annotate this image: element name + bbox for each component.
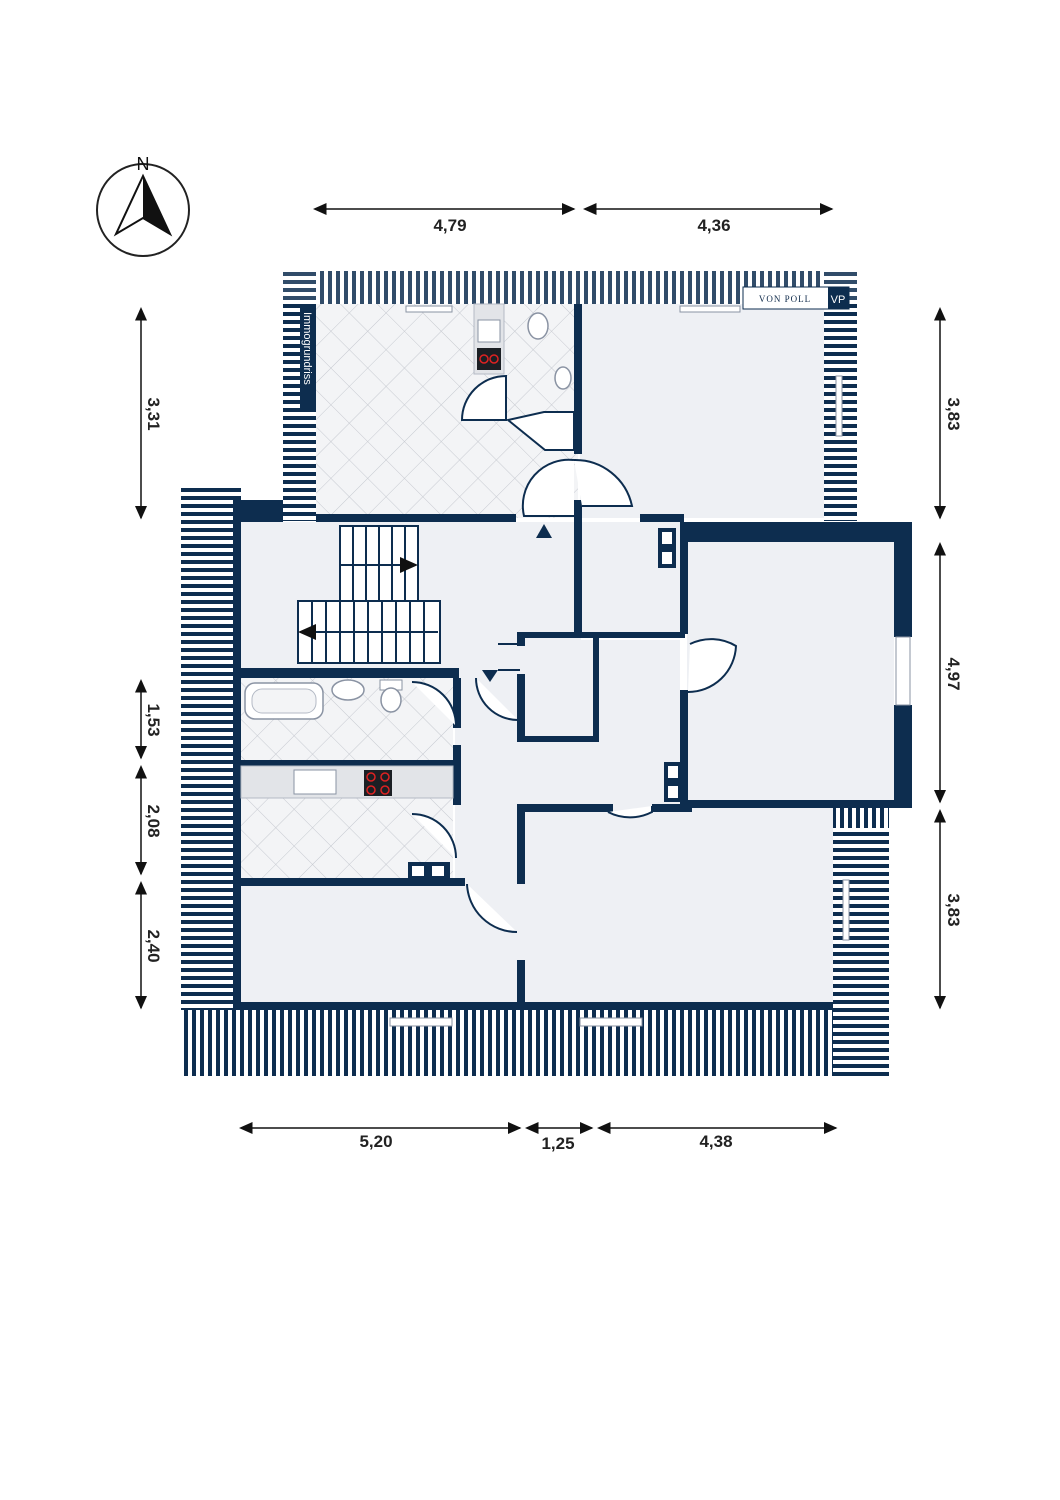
dim-right-1: 3,83	[944, 397, 963, 430]
brand-monogram: VP	[831, 294, 846, 306]
entrance-arrow-icon	[482, 670, 498, 682]
north-label: N	[137, 154, 150, 174]
dim-bottom-3: 4,38	[699, 1132, 732, 1151]
plan-badge-text: Immogrundriss	[301, 312, 313, 385]
fixtures	[240, 303, 575, 799]
dim-bottom-2: 1,25	[541, 1134, 574, 1153]
brand-name: VON POLL	[759, 294, 811, 304]
dimension-lines	[135, 203, 946, 1134]
dim-left-3: 2,08	[144, 804, 163, 837]
dim-top-2: 4,36	[697, 216, 730, 235]
compass: N	[96, 154, 190, 257]
plan-badge: Immogrundriss	[300, 304, 316, 408]
dim-right-2: 4,97	[944, 657, 963, 690]
dim-bottom-1: 5,20	[359, 1132, 392, 1151]
windows	[389, 305, 911, 1027]
entrance-arrow-icon	[536, 524, 552, 538]
dimension-labels: 4,79 4,36 5,20 1,25 4,38 3,31 1,53 2,08 …	[144, 216, 963, 1153]
dim-left-1: 3,31	[144, 397, 163, 430]
dim-left-2: 1,53	[144, 703, 163, 736]
dim-top-1: 4,79	[433, 216, 466, 235]
dim-left-4: 2,40	[144, 929, 163, 962]
walls	[233, 304, 912, 1010]
doors	[411, 374, 738, 934]
dim-right-3: 3,83	[944, 893, 963, 926]
brand-logo: VP VON POLL	[742, 286, 850, 310]
roof-outline	[181, 271, 889, 1076]
staircase	[297, 525, 441, 664]
